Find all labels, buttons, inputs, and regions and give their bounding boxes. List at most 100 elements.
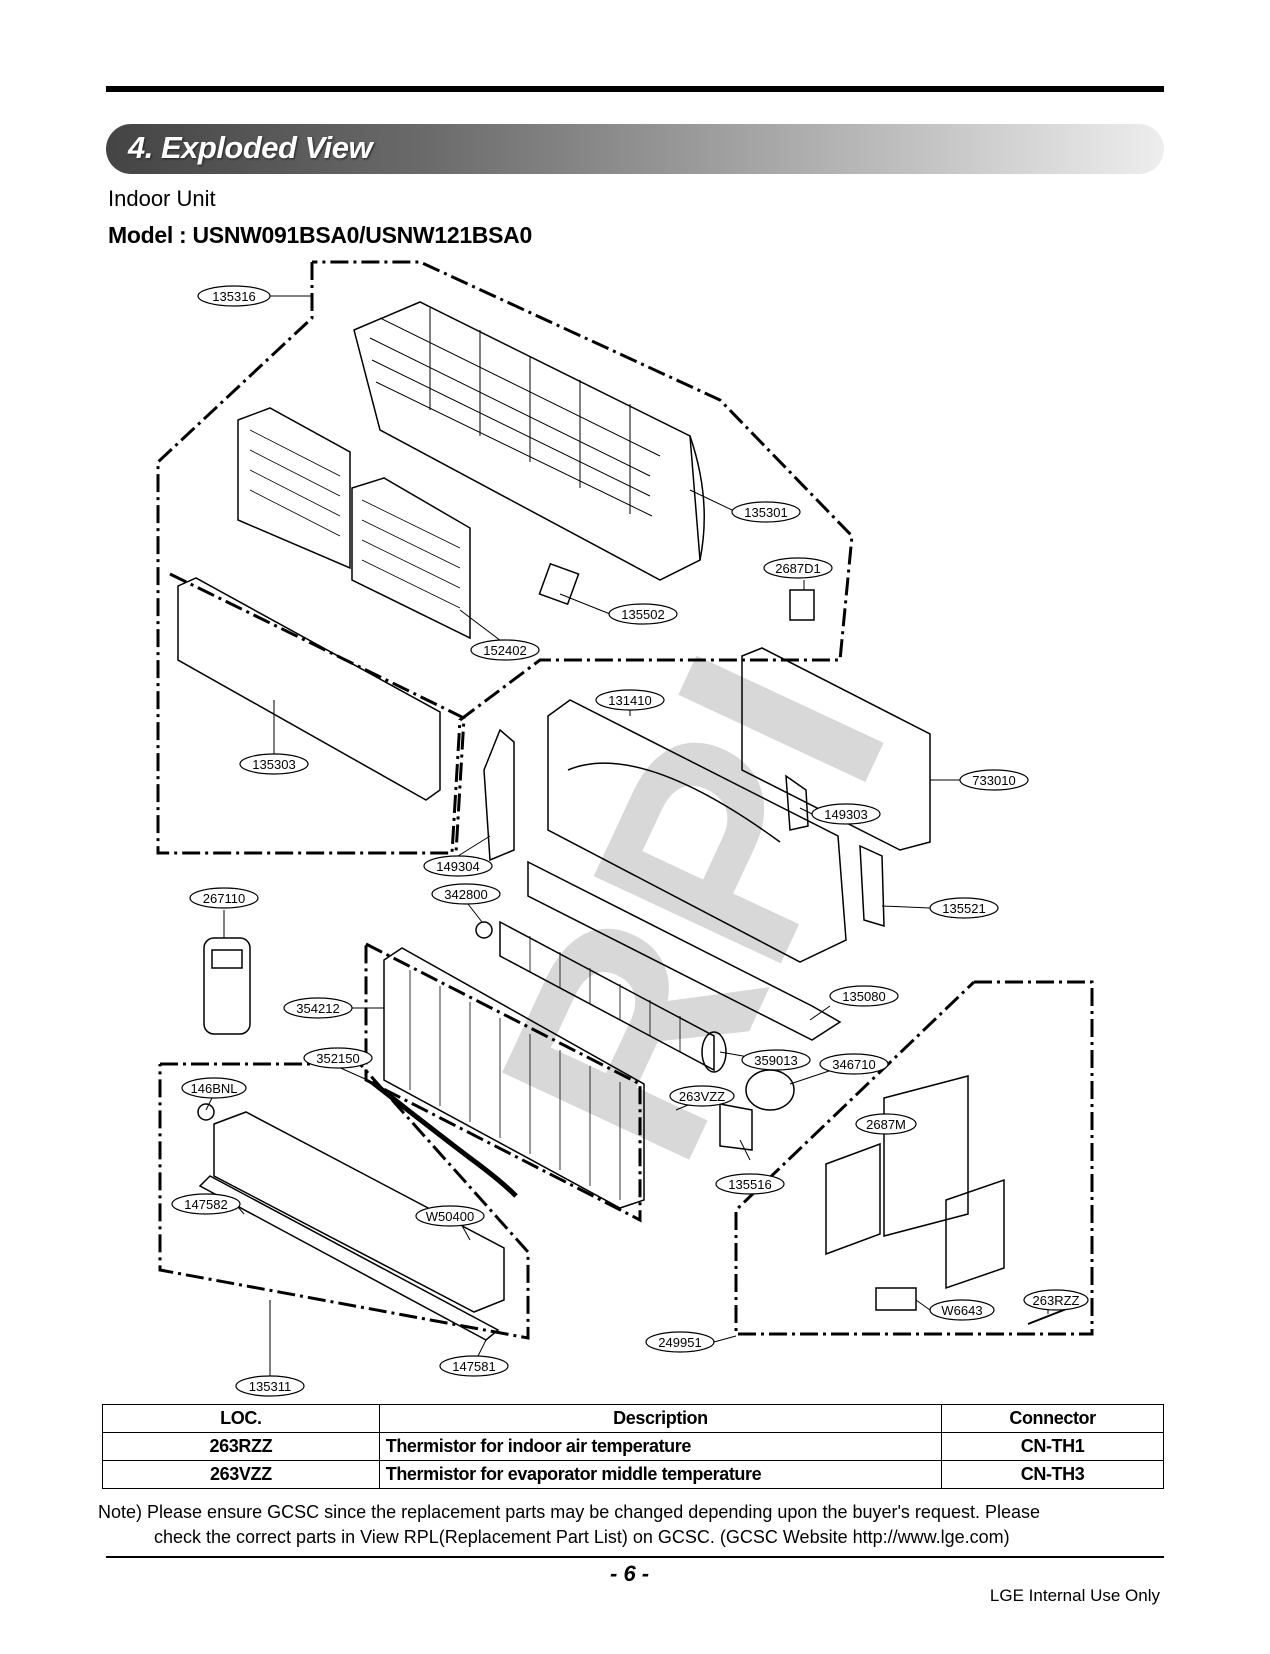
callout-135521-bubble xyxy=(929,897,999,919)
callout-135303-bubble xyxy=(239,753,309,775)
motor-mount xyxy=(719,1103,753,1151)
air-filter-left xyxy=(237,407,351,570)
callout-label: W50400 xyxy=(426,1209,474,1224)
horizontal-vane xyxy=(198,1175,500,1341)
exploded-view-diagram: RPI xyxy=(156,260,1094,1397)
callout-label: 146BNL xyxy=(191,1081,238,1096)
callout-label: 346710 xyxy=(832,1057,875,1072)
evaporator-fins xyxy=(409,970,621,1200)
callout-label: 147582 xyxy=(184,1197,227,1212)
bearing xyxy=(475,921,493,939)
cell-connector: CN-TH3 xyxy=(941,1460,1164,1489)
cell-connector: CN-TH1 xyxy=(941,1432,1164,1461)
callout-346710-bubble xyxy=(819,1053,889,1075)
top-rule xyxy=(106,86,1164,92)
callout-label: 135502 xyxy=(621,607,664,622)
callout-135301-bubble xyxy=(731,501,801,523)
side-bracket xyxy=(483,728,515,862)
callout-label: 135303 xyxy=(252,757,295,772)
chassis-body xyxy=(353,301,701,581)
note-line-2: check the correct parts in View RPL(Repl… xyxy=(154,1527,1010,1547)
air-guide xyxy=(527,860,842,1041)
hose-clip xyxy=(785,774,809,831)
callout-135080-bubble xyxy=(829,985,899,1007)
table-row: 263VZZ Thermistor for evaporator middle … xyxy=(102,1460,1164,1489)
callout-733010-bubble xyxy=(959,769,1029,791)
callout-label: 131410 xyxy=(608,693,651,708)
callout-label: 149303 xyxy=(824,807,867,822)
parts-table: LOC. Description Connector 263RZZ Thermi… xyxy=(102,1404,1164,1489)
cell-description: Thermistor for evaporator middle tempera… xyxy=(378,1460,943,1489)
footer-text: LGE Internal Use Only xyxy=(989,1586,1160,1605)
callout-label: 135311 xyxy=(249,1379,291,1394)
subtitle: Indoor Unit xyxy=(108,186,216,211)
fan-end-cap xyxy=(701,1031,727,1073)
bottom-rule xyxy=(106,1556,1164,1558)
control-box-cover-right xyxy=(945,1178,1005,1290)
callout-label: 135301 xyxy=(744,505,787,520)
callout-label: 135516 xyxy=(728,1177,771,1192)
evaporator-group-outline xyxy=(364,942,642,1223)
control-box-group-outline xyxy=(734,980,1094,1336)
callout-W50400-bubble xyxy=(415,1205,485,1227)
callout-131410-bubble xyxy=(595,689,665,711)
callout-352150-bubble xyxy=(303,1047,373,1069)
callout-W6643-bubble xyxy=(929,1299,995,1321)
section-title: 4. Exploded View xyxy=(128,130,373,165)
callout-147582-bubble xyxy=(171,1193,241,1215)
discharge-frame-curve xyxy=(567,762,781,843)
note-line-1: Note) Please ensure GCSC since the repla… xyxy=(98,1502,1041,1522)
callout-label: 135080 xyxy=(842,989,885,1004)
remote-display xyxy=(211,949,243,969)
callout-label: 149304 xyxy=(436,859,479,874)
front-panel-group-outline xyxy=(156,260,854,855)
side-cover xyxy=(859,844,885,928)
installation-plate xyxy=(741,647,931,851)
callout-label: 733010 xyxy=(972,773,1015,788)
chassis-side-curve xyxy=(689,435,705,561)
pcb-small xyxy=(789,589,815,621)
page-number: - 6 - xyxy=(610,1561,650,1586)
callout-2687D1-bubble xyxy=(763,557,833,579)
callout-label: 263VZZ xyxy=(679,1089,725,1104)
callout-135502-bubble xyxy=(608,603,678,625)
terminal-block xyxy=(875,1287,917,1311)
filter-mesh xyxy=(249,429,461,609)
callout-label: 359013 xyxy=(754,1053,797,1068)
callout-152402-bubble xyxy=(470,639,540,661)
callout-label: 342800 xyxy=(444,887,487,902)
callout-135311-bubble xyxy=(235,1375,305,1397)
callout-359013-bubble xyxy=(741,1049,811,1071)
control-box-cover-left xyxy=(825,1142,881,1256)
column-header-loc: LOC. xyxy=(102,1404,380,1433)
callout-146BNL-bubble xyxy=(181,1077,247,1099)
front-panel-inner-outline xyxy=(169,572,466,854)
callout-label: W6643 xyxy=(941,1303,982,1318)
callout-label: 249951 xyxy=(658,1335,701,1350)
cross-flow-fan xyxy=(499,920,715,1072)
drain-hose xyxy=(370,1080,518,1198)
column-header-connector: Connector xyxy=(941,1404,1164,1433)
callout-342800-bubble xyxy=(431,883,501,905)
cell-loc: 263RZZ xyxy=(102,1432,380,1461)
cell-loc: 263VZZ xyxy=(102,1460,380,1489)
table-header-row: LOC. Description Connector xyxy=(102,1404,1164,1433)
callout-267110-bubble xyxy=(189,887,259,909)
fan-blades xyxy=(529,936,681,1052)
column-header-description: Description xyxy=(378,1404,943,1433)
callout-354212-bubble xyxy=(283,997,353,1019)
callout-label: 267110 xyxy=(203,891,245,906)
evaporator xyxy=(383,947,645,1209)
air-filter-right xyxy=(351,477,471,640)
callout-135516-bubble xyxy=(715,1173,785,1195)
callout-149304-bubble xyxy=(423,855,493,877)
callout-135316-bubble xyxy=(197,285,271,307)
remote-controller xyxy=(203,937,251,1035)
callout-label: 152402 xyxy=(483,643,526,658)
louver-assembly xyxy=(213,1111,505,1313)
discharge-frame xyxy=(547,699,847,963)
step-motor xyxy=(197,1103,215,1121)
callout-149303-bubble xyxy=(811,803,881,825)
callout-label: 147581 xyxy=(452,1359,495,1374)
callout-249951-bubble xyxy=(645,1331,715,1353)
